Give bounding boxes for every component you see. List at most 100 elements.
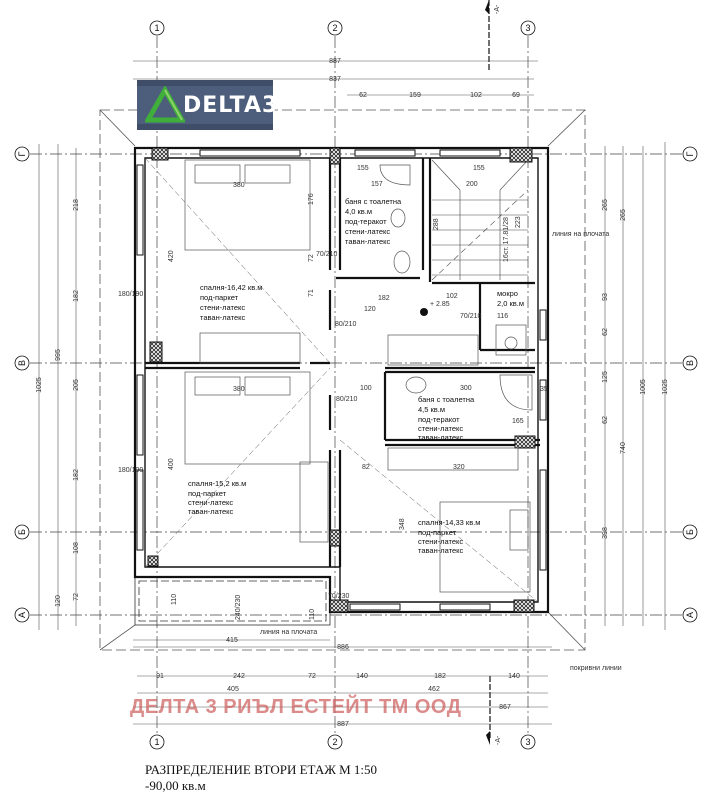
level-mark: + 2.85: [430, 301, 450, 308]
drawing-title: РАЗПРЕДЕЛЕНИЕ ВТОРИ ЕТАЖ М 1:50 -90,00 к…: [145, 762, 377, 794]
slab-line-note-right: линия на плочата: [552, 231, 609, 238]
dim-right: 93: [602, 293, 609, 301]
room-name: мокро: [497, 289, 518, 298]
dim-bottom: 405: [227, 686, 239, 693]
axis-a-left: А: [17, 612, 27, 618]
dim-bottom: 462: [428, 686, 440, 693]
level-marker-icon: [420, 308, 428, 316]
dim-inner: 380: [233, 386, 245, 393]
room-walls: стени-латекс: [200, 303, 245, 312]
wardrobe-4: [387, 447, 519, 471]
roof-outline: [99, 109, 586, 651]
axis-2-bottom: 2: [332, 737, 337, 747]
dim-top: 69: [512, 92, 520, 99]
bed-1: [184, 159, 311, 251]
room-walls: стени-латекс: [418, 424, 463, 433]
dimension-labels-right: 265 93 62 125 62 398 265 740 1005 1025: [602, 199, 669, 539]
dim-right: 398: [602, 527, 609, 539]
grid-lines: [30, 36, 682, 734]
dim-left: 182: [73, 469, 80, 481]
room-ceiling: таван-латекс: [188, 507, 234, 516]
room-name: спалня-14,33 кв.м: [418, 518, 480, 527]
room-area: 4,5 кв.м: [418, 405, 445, 414]
room-ceiling: таван-латекс: [418, 433, 464, 442]
dim-left: 108: [73, 542, 80, 554]
dim-inner: 380: [233, 182, 245, 189]
dim-inner: 165: [512, 418, 524, 425]
dim-inner: 80/210: [335, 321, 357, 328]
walls: [133, 146, 550, 614]
dim-inner: 180/190: [118, 467, 143, 474]
dim-bottom: 72: [308, 673, 316, 680]
axis-g-left: Г: [17, 151, 27, 156]
dim-inner: 182: [378, 295, 390, 302]
shower-2: [499, 374, 533, 411]
toilet-1: [390, 208, 406, 228]
dim-top: 837: [329, 76, 341, 83]
dim-right: 740: [620, 442, 627, 454]
axis-labels: 1 2 3 1 2 3 Г В Б А Г В Б А: [17, 23, 695, 747]
dim-left: 995: [55, 349, 62, 361]
dim-inner: 223: [515, 216, 522, 228]
room-utility: мокро 2,0 кв.м: [497, 289, 524, 308]
staircase[interactable]: [431, 159, 529, 281]
dim-right: 1005: [640, 379, 647, 395]
dim-inner: 420: [168, 250, 175, 262]
dim-left: 1025: [36, 377, 43, 393]
dim-left: 72: [73, 593, 80, 601]
dim-inner: 82: [362, 464, 370, 471]
dim-right: 1025: [662, 379, 669, 395]
room-bathroom-1: баня с тоалетна 4,0 кв.м под-теракот сте…: [345, 197, 402, 246]
axis-b-left: Б: [17, 529, 27, 535]
section-marker-bottom: -A-: [495, 735, 502, 745]
room-walls: стени-латекс: [188, 498, 233, 507]
dim-inner: 100: [360, 385, 372, 392]
room-name: спалня-15,2 кв.м: [188, 479, 246, 488]
room-bedroom-1: спалня-16,42 кв.м под-паркет стени-латек…: [200, 283, 262, 322]
dim-bottom: 91: [156, 673, 164, 680]
dim-inner: 176: [308, 193, 315, 205]
room-bedroom-2: спалня-15,2 кв.м под-паркет стени-латекс…: [188, 479, 246, 516]
axis-3-bottom: 3: [525, 737, 530, 747]
section-marker-top: -A-: [494, 4, 501, 14]
room-ceiling: таван-латекс: [345, 237, 391, 246]
dim-top: 887: [329, 58, 341, 65]
dim-bottom: 140: [508, 673, 520, 680]
dim-inner: 348: [399, 518, 406, 530]
dim-inner: 320: [453, 464, 465, 471]
dim-inner: 155: [473, 165, 485, 172]
furniture: [184, 159, 533, 593]
dimension-lines: [38, 60, 666, 725]
dim-right: 62: [602, 416, 609, 424]
dim-top: 159: [409, 92, 421, 99]
dim-top: 62: [359, 92, 367, 99]
balcony: [134, 576, 331, 626]
room-name: спалня-16,42 кв.м: [200, 283, 262, 292]
room-name: баня с тоалетна: [418, 395, 475, 404]
axis-bubbles: [14, 20, 698, 750]
dim-inner: 180/190: [118, 291, 143, 298]
room-ceiling: таван-латекс: [418, 546, 464, 555]
dim-left: 205: [73, 379, 80, 391]
room-area: 4,0 кв.м: [345, 207, 372, 216]
shower-1: [379, 164, 411, 186]
dim-bottom: 182: [434, 673, 446, 680]
dim-bottom: 887: [337, 721, 349, 728]
dimension-labels-bottom: 415 886 91 242 72 140 182 140 405 462 86…: [156, 637, 520, 728]
slab-line-note-bottom: линия на плочата: [260, 629, 317, 636]
wardrobe-3: [387, 334, 479, 366]
axis-g-right: Г: [685, 151, 695, 156]
bed-3: [439, 501, 531, 593]
dim-inner: 157: [371, 181, 383, 188]
room-walls: стени-латекс: [418, 537, 463, 546]
sink-2: [405, 376, 427, 394]
room-floor: под-паркет: [418, 528, 457, 537]
notes: линия на плочата линия на плочата покрив…: [260, 217, 622, 672]
stairs-note: 16ст. 17.81/28: [503, 217, 510, 262]
dim-inner: 155: [357, 165, 369, 172]
room-floor: под-теракот: [418, 415, 460, 424]
dim-inner: 200: [466, 181, 478, 188]
dim-inner: 120: [364, 306, 376, 313]
axis-3-top: 3: [525, 23, 530, 33]
